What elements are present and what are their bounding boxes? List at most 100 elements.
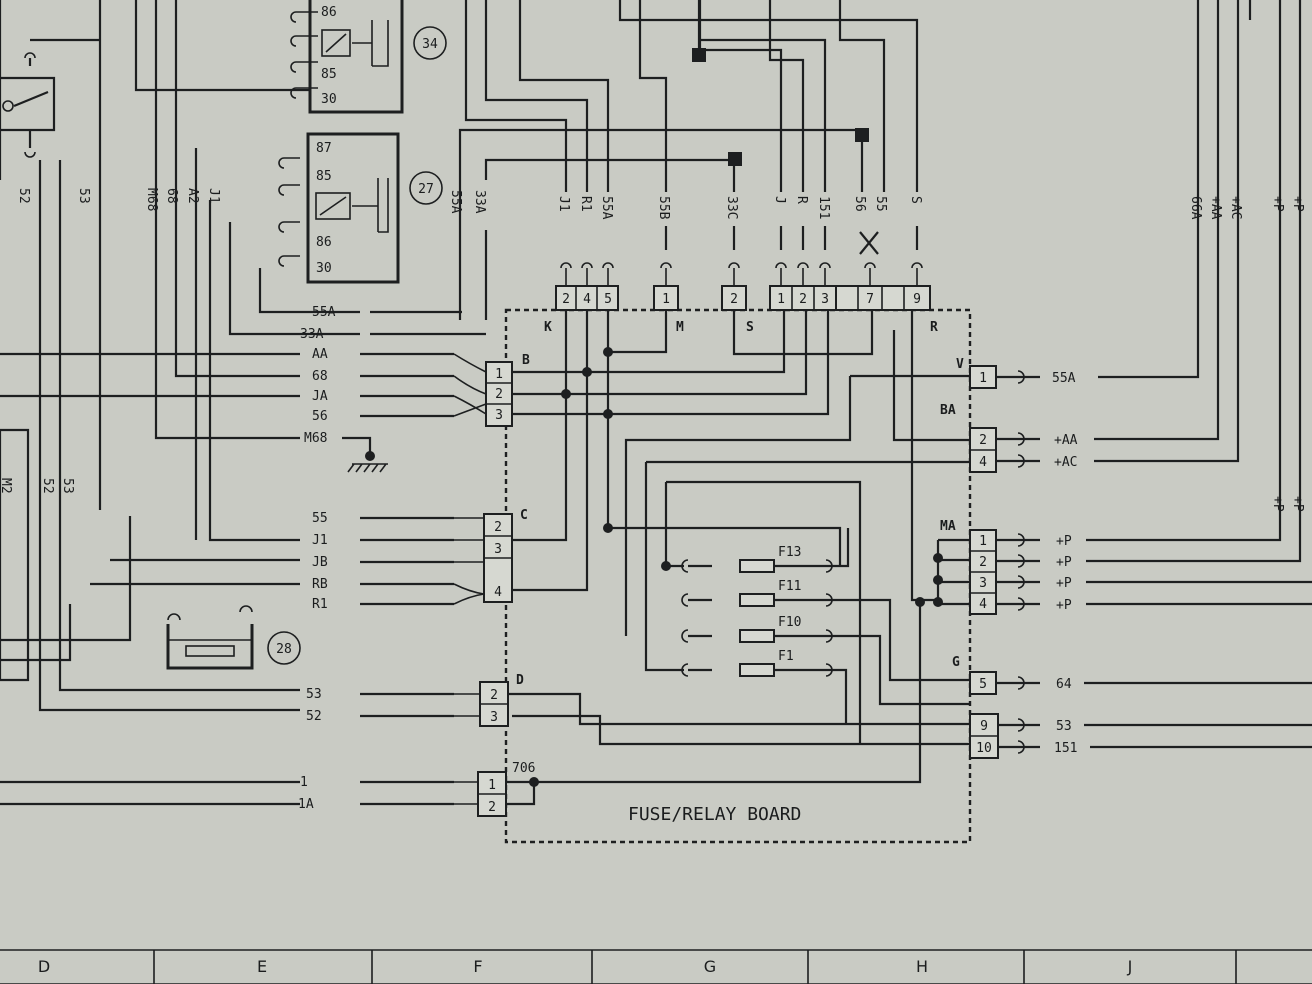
connector-K: K bbox=[544, 320, 552, 335]
switch-upper-left bbox=[0, 0, 102, 158]
splice-706: 706 bbox=[512, 761, 535, 776]
wire-label-1-left: 1 bbox=[300, 775, 308, 790]
top-connectors: 2 4 5 1 2 1 2 3 7 9 K M S R B C D V BA M… bbox=[516, 285, 964, 688]
relay-34-pin-85: 85 bbox=[321, 67, 337, 82]
pin-MA2: 2 bbox=[979, 555, 987, 570]
pin-B2: 2 bbox=[495, 387, 503, 402]
pin-C2: 2 bbox=[494, 520, 502, 535]
left-connectors: 1 2 3 2 3 4 2 3 1 2 bbox=[453, 353, 513, 817]
component-27-marker bbox=[409, 171, 443, 205]
wire-label-53-lower: 53 bbox=[60, 478, 75, 494]
pin-C4: 4 bbox=[494, 585, 502, 600]
grid-column-E: E bbox=[257, 957, 267, 976]
connector-G: G bbox=[952, 655, 960, 670]
wire-label-R: R bbox=[794, 196, 809, 204]
component-34-marker bbox=[413, 26, 447, 60]
wire-label-33C: 33C bbox=[724, 196, 739, 219]
wire-label-A2-top: A2 bbox=[185, 188, 200, 204]
wire-label-56: 56 bbox=[852, 196, 867, 212]
wire-label-55: 55 bbox=[873, 196, 888, 212]
wire-label-+P-far-3: +P bbox=[1270, 496, 1285, 512]
fuse-relay-board bbox=[504, 308, 972, 844]
top-pin-S3: 3 bbox=[821, 292, 829, 307]
fuse-f10-icon bbox=[739, 629, 775, 643]
pin-G9: 9 bbox=[980, 719, 988, 734]
connector-S: S bbox=[746, 320, 754, 335]
right-wiring bbox=[996, 0, 1312, 754]
left-wire-labels: 55A 33A AA 68 JA 56 M68 55 J1 JB RB R1 5… bbox=[0, 305, 336, 812]
pin-bottom-1: 1 bbox=[488, 778, 496, 793]
pin-D3: 3 bbox=[490, 710, 498, 725]
wire-label-RB-left: RB bbox=[312, 577, 328, 592]
component-34-number: 34 bbox=[422, 37, 438, 52]
fuse-f13-icon bbox=[739, 559, 775, 573]
wire-label-55B: 55B bbox=[656, 196, 671, 220]
top-pin-M1: 1 bbox=[662, 292, 670, 307]
wire-label-151-right: 151 bbox=[1054, 741, 1077, 756]
grid-column-strip: D E F G H J bbox=[0, 949, 1312, 984]
wire-label-J1-left: J1 bbox=[312, 533, 328, 548]
top-pin-S1: 1 bbox=[777, 292, 785, 307]
relay-34-pin-30: 30 bbox=[321, 92, 337, 107]
wire-label-52-left: 52 bbox=[306, 709, 322, 724]
right-connectors: 1 2 4 1 2 3 4 5 9 10 bbox=[969, 365, 999, 759]
wire-label-J1-top: J1 bbox=[206, 188, 221, 204]
top-pin-R7: 7 bbox=[866, 292, 874, 307]
top-pin-S2b: 2 bbox=[799, 292, 807, 307]
pin-D2: 2 bbox=[490, 688, 498, 703]
wire-label-55A-left: 55A bbox=[312, 305, 336, 320]
top-pin-S2: 2 bbox=[730, 292, 738, 307]
connector-C: C bbox=[520, 508, 528, 523]
grid-column-G: G bbox=[704, 957, 716, 976]
fuse-f1-icon bbox=[739, 663, 775, 677]
wire-label-52-lower: 52 bbox=[40, 478, 55, 494]
wire-label-55-left: 55 bbox=[312, 511, 328, 526]
wire-label-+P-far-1: +P bbox=[1270, 196, 1285, 212]
top-wiring bbox=[458, 0, 919, 320]
fuse-f11-icon bbox=[739, 593, 775, 607]
fuse-f10-label: F10 bbox=[778, 615, 801, 630]
relay-27-pin-87: 87 bbox=[316, 141, 332, 156]
wire-label-+AC-far: +AC bbox=[1228, 196, 1243, 219]
wire-label-66A-far: 66A bbox=[1188, 196, 1203, 220]
wire-label-+P-far-4: +P bbox=[1290, 496, 1305, 512]
top-pin-K5: 5 bbox=[604, 292, 612, 307]
ground-icon bbox=[347, 451, 388, 473]
wire-label-J1: J1 bbox=[556, 196, 571, 212]
connector-R: R bbox=[930, 320, 938, 335]
component-28-number: 28 bbox=[276, 642, 292, 657]
board-internal-wiring: 706 bbox=[506, 310, 970, 806]
wire-label-+P-1: +P bbox=[1056, 534, 1072, 549]
wire-label-+P-far-2: +P bbox=[1290, 196, 1305, 212]
relay-34: 86 85 30 34 bbox=[290, 0, 447, 114]
connector-V: V bbox=[956, 357, 964, 372]
right-wire-labels: 55A +AA +AC +P +P +P +P 64 53 151 bbox=[1052, 371, 1078, 756]
far-right-labels: 66A +AA +AC +P +P +P +P bbox=[1188, 196, 1305, 512]
pin-MA3: 3 bbox=[979, 576, 987, 591]
wire-label-64-right: 64 bbox=[1056, 677, 1072, 692]
wire-label-53-right: 53 bbox=[1056, 719, 1072, 734]
board-title: FUSE/RELAY BOARD bbox=[628, 804, 801, 825]
wire-label-+P-4: +P bbox=[1056, 598, 1072, 613]
relay-27-pin-30: 30 bbox=[316, 261, 332, 276]
pin-BA4: 4 bbox=[979, 455, 987, 470]
wire-label-33A-top: 33A bbox=[472, 190, 487, 214]
relay-27: 87 85 86 30 27 bbox=[278, 132, 443, 284]
pin-MA4: 4 bbox=[979, 597, 987, 612]
wire-label-52-top: 52 bbox=[16, 188, 31, 204]
wire-label-53-left: 53 bbox=[306, 687, 322, 702]
connector-M: M bbox=[676, 320, 684, 335]
fuse-f11-label: F11 bbox=[778, 579, 801, 594]
top-pin-K2: 2 bbox=[562, 292, 570, 307]
wire-label-151: 151 bbox=[816, 196, 831, 219]
top-pin-R9: 9 bbox=[913, 292, 921, 307]
pin-MA1: 1 bbox=[979, 534, 987, 549]
component-27-number: 27 bbox=[418, 182, 434, 197]
wire-label-S: S bbox=[908, 196, 923, 204]
grid-column-J: J bbox=[1127, 957, 1133, 976]
grid-column-D: D bbox=[38, 957, 50, 976]
wire-label-JB-left: JB bbox=[312, 555, 328, 570]
pin-B1: 1 bbox=[495, 367, 503, 382]
fuses: F13 F11 F10 F1 bbox=[681, 545, 833, 677]
